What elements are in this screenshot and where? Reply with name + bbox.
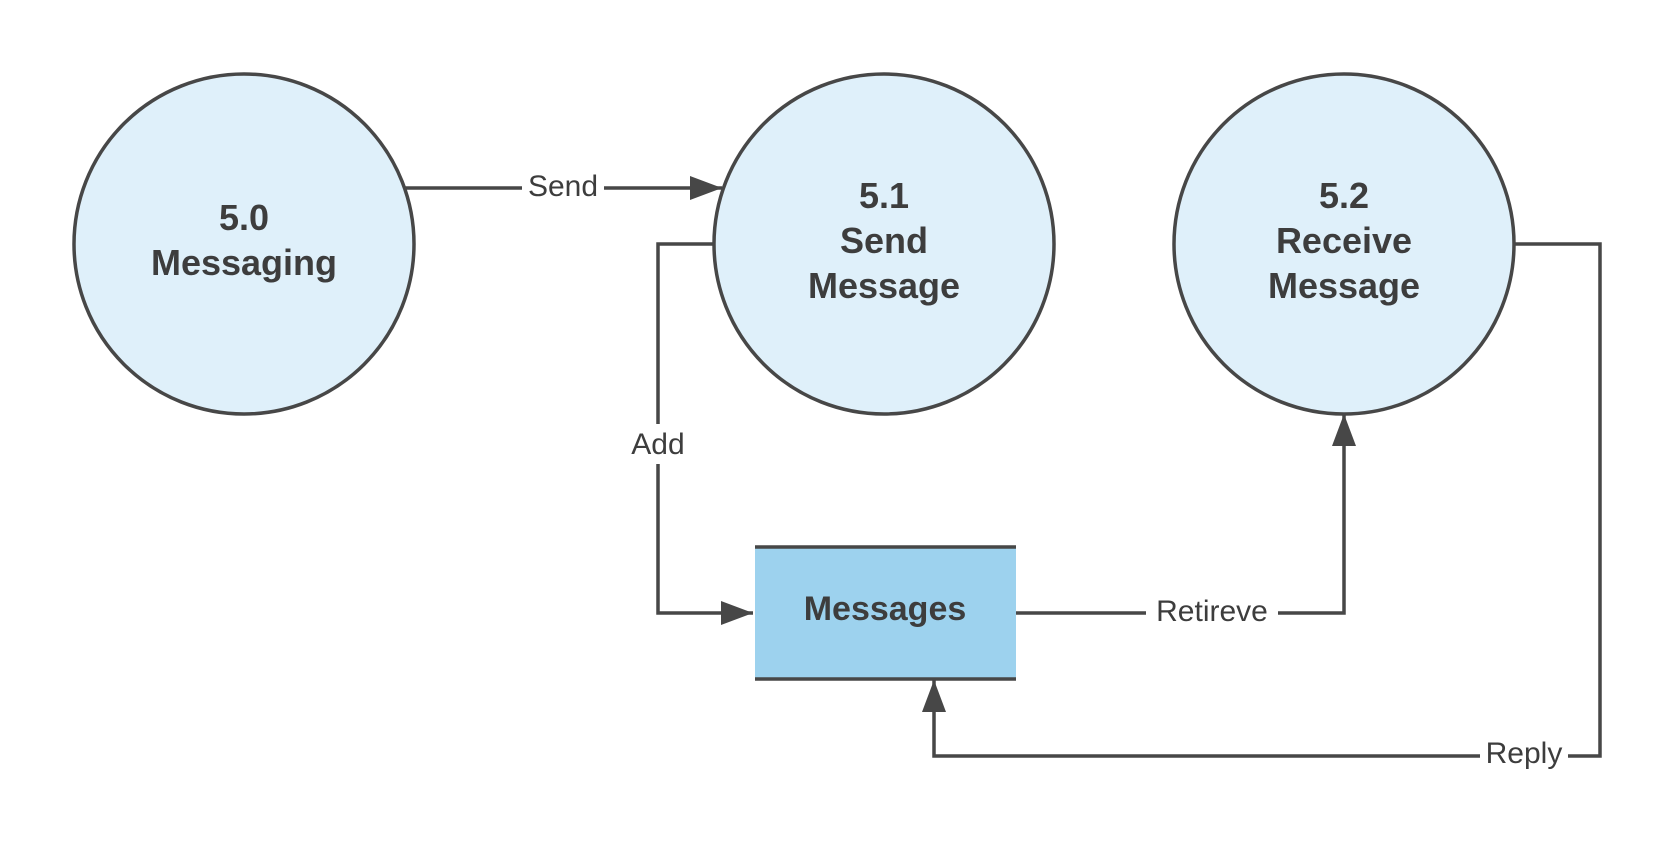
data-store-messages: Messages <box>755 545 1016 681</box>
process-name-line2: Message <box>808 265 960 306</box>
data-store-label: Messages <box>804 590 967 628</box>
process-number: 5.2 <box>1319 175 1369 216</box>
edge-send: Send <box>405 166 722 206</box>
edge-label-reply: Reply <box>1486 737 1563 770</box>
process-name-line1: Send <box>840 220 928 261</box>
edge-reply: Reply <box>922 242 1602 774</box>
edge-label-send: Send <box>528 170 598 203</box>
process-messaging: 5.0 Messaging <box>72 72 416 416</box>
process-number: 5.1 <box>859 175 909 216</box>
process-name-line1: Receive <box>1276 220 1412 261</box>
process-name-line2: Message <box>1268 265 1420 306</box>
edge-label-retrieve: Retireve <box>1156 595 1268 628</box>
edge-retrieve: Retireve <box>1015 414 1356 632</box>
process-number: 5.0 <box>219 197 269 238</box>
process-name: Messaging <box>151 242 337 283</box>
process-send-message: 5.1 Send Message <box>712 72 1056 416</box>
edge-add: Add <box>626 242 753 625</box>
process-receive-message: 5.2 Receive Message <box>1172 72 1516 416</box>
edge-label-add: Add <box>631 428 684 461</box>
